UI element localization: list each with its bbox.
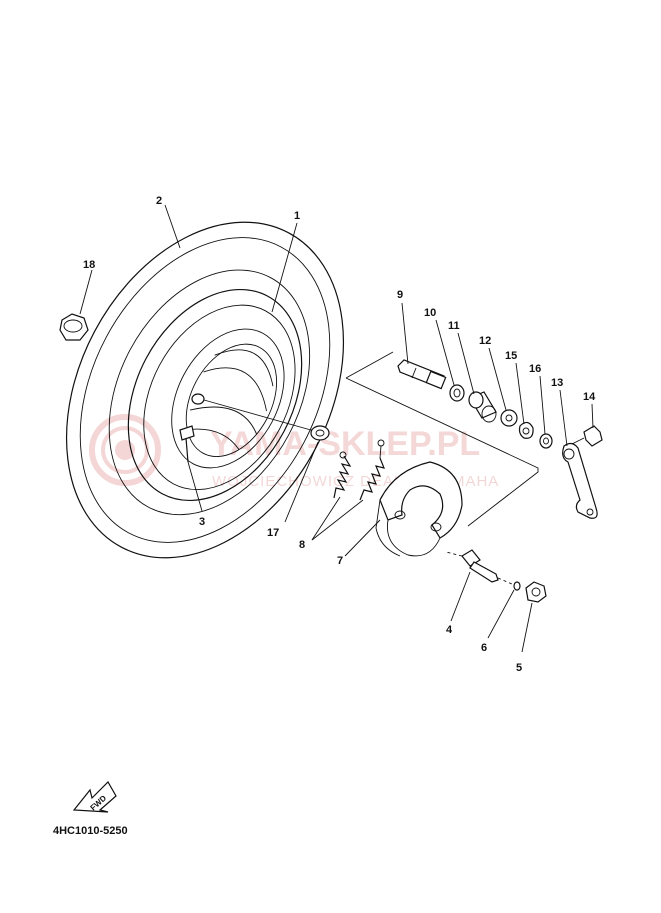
callout-17: 17 <box>267 527 279 539</box>
brake-shoe <box>375 461 463 557</box>
callout-8: 8 <box>299 539 305 551</box>
assembly-frame <box>345 351 539 527</box>
brake-lever-13 <box>562 442 598 519</box>
bolt-14 <box>571 425 603 447</box>
callout-numbers: 1 2 3 4 5 6 7 8 9 10 11 12 13 14 15 16 1… <box>83 195 596 674</box>
callout-2: 2 <box>156 195 162 207</box>
watermark-logo <box>89 414 161 486</box>
hub-axis-line <box>203 399 319 433</box>
wheel-rim <box>127 288 303 502</box>
callout-10: 10 <box>424 307 436 319</box>
washer-6 <box>513 581 521 591</box>
callout-3: 3 <box>199 516 205 528</box>
hub-hole <box>191 393 205 405</box>
nut-18 <box>59 313 89 341</box>
callout-4: 4 <box>446 624 453 636</box>
callout-15: 15 <box>505 350 517 362</box>
callout-14: 14 <box>583 391 596 403</box>
callout-11: 11 <box>448 320 460 332</box>
pin-4 <box>445 549 513 585</box>
circlip-15 <box>518 421 534 439</box>
valve <box>179 425 195 463</box>
collar-12 <box>500 409 518 427</box>
bushing-11 <box>468 391 497 423</box>
tire <box>65 221 345 559</box>
nut-5 <box>525 581 547 603</box>
callout-5: 5 <box>516 662 522 674</box>
washer-17 <box>310 425 330 441</box>
callout-12: 12 <box>479 335 491 347</box>
callout-7: 7 <box>337 555 343 567</box>
callout-18: 18 <box>83 259 95 271</box>
callout-16: 16 <box>529 363 541 375</box>
spring-8a <box>333 451 352 499</box>
washer-16 <box>539 433 553 449</box>
diagram-code: 4HC1010-5250 <box>53 825 128 837</box>
spring-8b <box>359 439 385 501</box>
camshaft-9 <box>397 359 447 390</box>
leader-lines <box>79 204 594 653</box>
callout-6: 6 <box>481 642 487 654</box>
callout-9: 9 <box>397 289 403 301</box>
callout-1: 1 <box>294 210 300 222</box>
washer-10 <box>449 384 465 402</box>
callout-13: 13 <box>551 377 563 389</box>
fwd-arrow-icon: FWD <box>72 781 117 813</box>
